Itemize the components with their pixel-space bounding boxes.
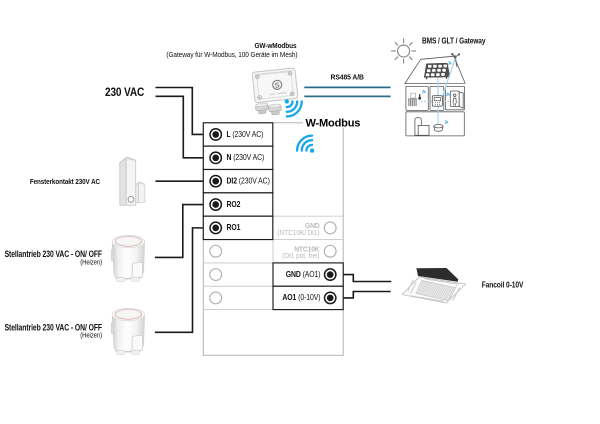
svg-text:SOR THERM: SOR THERM (270, 91, 287, 96)
svg-text:Stellantrieb 230 VAC - ON/ OFF: Stellantrieb 230 VAC - ON/ OFF (5, 323, 103, 333)
svg-text:W-Modbus: W-Modbus (306, 117, 361, 129)
svg-text:RS485 A/B: RS485 A/B (331, 73, 364, 81)
svg-text:NTC10K: NTC10K (294, 246, 319, 253)
svg-text:(Heizen): (Heizen) (80, 259, 102, 267)
svg-text:(NTC10K/ DI1): (NTC10K/ DI1) (277, 230, 319, 237)
svg-text:DI2 (230V AC): DI2 (230V AC) (227, 176, 271, 186)
svg-text:S: S (274, 80, 280, 89)
svg-text:Fensterkontakt 230V AC: Fensterkontakt 230V AC (30, 179, 100, 187)
svg-text:GND (AO1): GND (AO1) (286, 269, 321, 279)
svg-text:(Heizen): (Heizen) (80, 332, 102, 340)
svg-text:L (230V AC): L (230V AC) (227, 129, 264, 139)
svg-text:BMS / GLT / Gateway: BMS / GLT / Gateway (422, 36, 486, 46)
svg-text:RO1: RO1 (227, 223, 241, 233)
svg-text:RO2: RO2 (227, 199, 241, 209)
svg-text:(Gateway für W-Modbus, 100 Ger: (Gateway für W-Modbus, 100 Geräte im Mes… (166, 52, 297, 59)
svg-text:Fancoil 0-10V: Fancoil 0-10V (482, 280, 524, 290)
svg-text:Stellantrieb 230 VAC - ON/ OFF: Stellantrieb 230 VAC - ON/ OFF (5, 249, 103, 259)
svg-text:GND: GND (305, 223, 320, 230)
svg-text:(DI1 pot. frei): (DI1 pot. frei) (282, 253, 319, 260)
svg-text:AO1 (0-10V): AO1 (0-10V) (282, 293, 321, 303)
svg-text:N (230V AC): N (230V AC) (227, 153, 265, 163)
svg-text:GW-wModbus: GW-wModbus (254, 43, 296, 50)
svg-text:230 VAC: 230 VAC (105, 86, 144, 99)
